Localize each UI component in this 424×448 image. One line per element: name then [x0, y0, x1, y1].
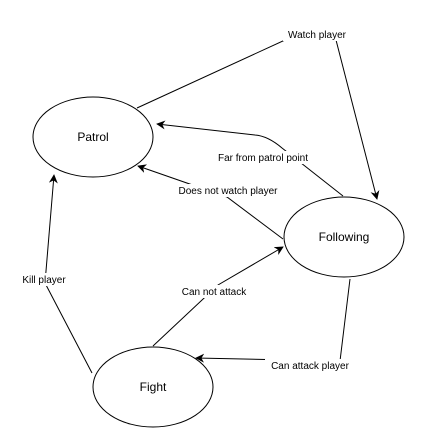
edge-label-kill-player: Kill player	[22, 275, 66, 286]
edge-label-far-from-patrol-point: Far from patrol point	[218, 153, 308, 164]
edge-label-does-not-watch-player: Does not watch player	[179, 186, 279, 197]
edge-far-from-patrol-point	[156, 120, 344, 197]
edge-label-can-attack-player: Can attack player	[271, 361, 349, 372]
node-fight-label: Fight	[140, 380, 167, 394]
edge-does-not-watch-player	[137, 164, 284, 240]
edge-label-watch-player: Watch player	[288, 30, 347, 41]
node-patrol[interactable]: Patrol	[32, 96, 154, 178]
edge-watch-player	[136, 39, 380, 200]
edge-label-can-not-attack: Can not attack	[182, 287, 247, 298]
node-following-label: Following	[319, 230, 370, 244]
node-fight[interactable]: Fight	[92, 346, 214, 428]
node-following[interactable]: Following	[283, 196, 405, 278]
node-patrol-label: Patrol	[77, 130, 108, 144]
